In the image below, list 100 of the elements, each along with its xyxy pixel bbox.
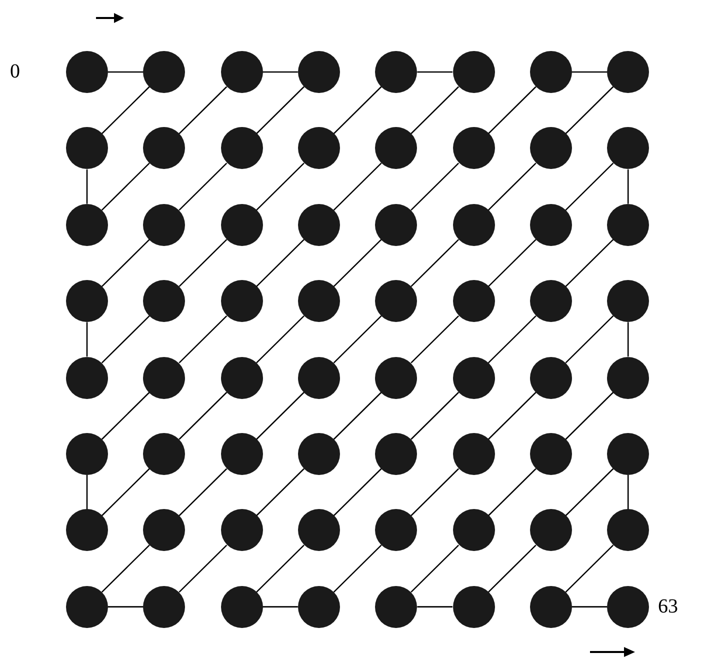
dot-node [607, 204, 650, 246]
connector-line [101, 544, 150, 592]
connector-line [488, 392, 536, 440]
dot-node [375, 586, 418, 628]
connector-line [565, 468, 614, 516]
dot-node [530, 509, 572, 552]
connector-line [256, 468, 304, 516]
connector-line [333, 86, 382, 134]
dot-node [452, 127, 494, 170]
dot-node [452, 51, 494, 93]
connector-line [178, 392, 228, 440]
dot-node [298, 51, 340, 93]
dot-node [452, 509, 494, 552]
connector-line [256, 239, 304, 287]
connector-line [178, 86, 228, 134]
dot-node [530, 280, 572, 322]
connector-line [256, 86, 304, 134]
dot-node [66, 433, 108, 475]
connector-line [101, 162, 150, 210]
dot-node [452, 204, 494, 246]
dot-node [530, 433, 572, 475]
dot-node [375, 433, 418, 475]
dot-node [452, 433, 494, 475]
dot-node [298, 280, 340, 322]
dot-node [143, 127, 186, 170]
dot-node [530, 204, 572, 246]
dot-node [66, 280, 108, 322]
connector-line [565, 162, 614, 210]
dot-node [298, 586, 340, 628]
connector-line [488, 162, 536, 210]
dot-node [530, 356, 572, 399]
connector-line [410, 468, 460, 516]
connector-line [256, 392, 304, 440]
dot-node [530, 51, 572, 93]
connector-line [565, 86, 614, 134]
connector-line [565, 316, 614, 364]
dot-node [143, 280, 186, 322]
connector-line [572, 606, 608, 608]
dot-node [375, 51, 418, 93]
dot-node [220, 127, 263, 170]
dot-node [143, 204, 186, 246]
dot-node [220, 356, 263, 399]
connector-line [178, 468, 228, 516]
dot-node [607, 280, 650, 322]
dot-node [298, 433, 340, 475]
dot-node [375, 280, 418, 322]
dot-node [530, 586, 572, 628]
connector-line [262, 71, 298, 73]
connector-line [410, 544, 460, 592]
dot-node [607, 509, 650, 552]
dot-node [220, 51, 263, 93]
dot-node [607, 127, 650, 170]
dot-node [66, 356, 108, 399]
connector-line [108, 71, 144, 73]
dot-node [143, 356, 186, 399]
connector-line [256, 316, 304, 364]
connector-line [565, 239, 614, 287]
connector-line [565, 544, 614, 592]
dot-node [298, 356, 340, 399]
connector-line [417, 71, 452, 73]
dot-node [452, 586, 494, 628]
connector-line [627, 475, 629, 510]
dot-node [298, 204, 340, 246]
dot-node [607, 433, 650, 475]
connector-line [488, 544, 536, 592]
dot-node [375, 509, 418, 552]
dot-node [607, 586, 650, 628]
dot-node [143, 51, 186, 93]
dot-node [375, 127, 418, 170]
connector-line [101, 86, 150, 134]
dot-node [66, 127, 108, 170]
dot-node [143, 433, 186, 475]
connector-line [101, 239, 150, 287]
connector-line [333, 392, 382, 440]
connector-line [627, 322, 629, 357]
connector-line [101, 316, 150, 364]
connector-line [86, 169, 88, 204]
connector-line [256, 162, 304, 210]
connector-line [178, 162, 228, 210]
connector-line [410, 162, 460, 210]
connector-line [333, 316, 382, 364]
dot-node [220, 204, 263, 246]
connector-line [333, 239, 382, 287]
dot-node [66, 509, 108, 552]
dot-node [220, 509, 263, 552]
connector-line [410, 239, 460, 287]
index-label: 63 [658, 596, 678, 618]
dot-node [607, 51, 650, 93]
dot-node [452, 356, 494, 399]
connector-line [101, 392, 150, 440]
dot-node [66, 204, 108, 246]
dot-node [143, 586, 186, 628]
connector-line [565, 392, 614, 440]
dot-node [607, 356, 650, 399]
connector-line [101, 468, 150, 516]
connector-line [178, 544, 228, 592]
dot-node [375, 204, 418, 246]
connector-line [488, 316, 536, 364]
connector-line [417, 606, 452, 608]
dot-node [530, 127, 572, 170]
